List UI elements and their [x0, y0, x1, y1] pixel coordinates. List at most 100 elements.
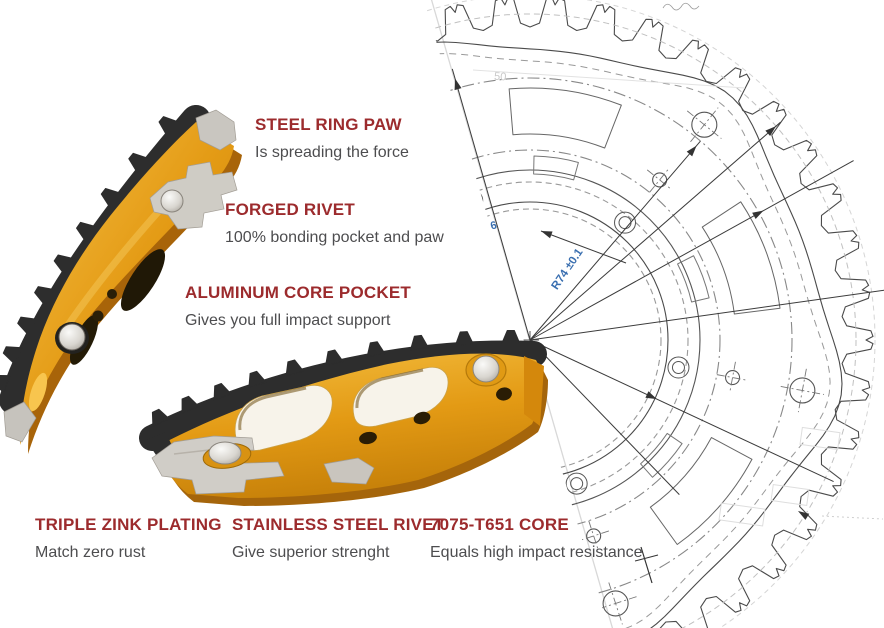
- rivet-hole: [614, 211, 637, 234]
- callout-title: STAINLESS STEEL RIVET: [232, 515, 445, 534]
- dimension-line: [529, 289, 884, 341]
- sprocket-segment-photo-angled: [0, 105, 242, 454]
- callout-title: STEEL RING PAW: [255, 115, 402, 134]
- drawing-paper-edge: [430, 0, 614, 628]
- dimension-line: [529, 121, 781, 341]
- callout-forged-rivet: FORGED RIVET 100% bonding pocket and paw: [225, 200, 444, 247]
- rivet-hole-inner: [465, 193, 479, 207]
- sprocket-tooth: [158, 116, 179, 137]
- sprocket-tooth: [454, 331, 474, 346]
- bolt-hole: [789, 377, 816, 404]
- sprocket-tooth: [2, 346, 23, 365]
- callout-stainless-steel-rivet: STAINLESS STEEL RIVET Give superior stre…: [232, 515, 445, 562]
- rivet-hole-inner: [618, 216, 632, 230]
- rivet-hole-inner: [570, 477, 584, 491]
- dimension-arrow: [752, 210, 764, 220]
- steel-chamfer-edge: [323, 457, 375, 485]
- centerline: [797, 368, 807, 413]
- gdt-frame: [770, 484, 810, 506]
- callout-description: Is spreading the force: [255, 143, 409, 161]
- sprocket-tooth: [213, 383, 232, 401]
- small-hole: [107, 289, 117, 299]
- bolt-hole: [691, 111, 718, 138]
- dimension-arrow: [765, 126, 777, 137]
- centerline: [424, 75, 445, 93]
- bolt-hole: [602, 590, 629, 617]
- centerline: [424, 63, 433, 105]
- width-dimension-label: 6.6: [480, 219, 498, 235]
- lightening-pocket: [677, 255, 710, 303]
- sprocket-tooth: [366, 341, 386, 358]
- tiny-annotation-squiggle: [662, 2, 700, 11]
- sprocket-tooth: [76, 221, 97, 242]
- dotted-leader: [821, 515, 884, 520]
- rivet-hole: [667, 356, 690, 379]
- gold-side-face: [524, 356, 544, 426]
- callout-triple-zink-plating: TRIPLE ZINK PLATING Match zero rust: [35, 515, 222, 562]
- lightening-pocket: [649, 437, 753, 546]
- tooth-profile: [424, 0, 874, 628]
- callout-description: 100% bonding pocket and paw: [225, 228, 444, 246]
- centerline: [594, 596, 637, 611]
- dimension-arrow: [686, 145, 697, 157]
- callout-title: FORGED RIVET: [225, 200, 355, 219]
- faint-leader-line: [472, 69, 746, 89]
- dimension-line: [540, 230, 627, 264]
- gdt-frame: [799, 426, 841, 451]
- dimension-line: [451, 68, 531, 341]
- dimension-line: [529, 339, 680, 496]
- centerline: [578, 530, 610, 542]
- construction-circle: [424, 77, 793, 603]
- callout-title: 7075-T651 CORE: [430, 515, 569, 534]
- extension-line: [449, 207, 481, 269]
- callout-description: Gives you full impact support: [185, 311, 391, 329]
- bolt-hole: [443, 142, 459, 158]
- callout-description: Match zero rust: [35, 543, 146, 561]
- bolt-hole: [725, 369, 741, 386]
- dimension-arrow: [645, 391, 657, 400]
- silver-rivet-dome: [208, 441, 242, 465]
- dimension-line: [529, 140, 701, 341]
- lightening-pocket: [533, 155, 579, 181]
- steel-paw-tip: [3, 401, 37, 443]
- gdt-frame: [718, 502, 766, 527]
- callout-description: Equals high impact resistance: [430, 543, 643, 561]
- centerline: [436, 143, 467, 157]
- centerline: [588, 520, 600, 552]
- centerline: [686, 110, 722, 139]
- dimension-line: [529, 339, 834, 483]
- dimension-line: [529, 160, 854, 341]
- dimension-arrow: [541, 231, 553, 239]
- faint-dimension-label: 50: [494, 71, 507, 84]
- steel-end-cap: [195, 109, 237, 151]
- machined-pocket-highlight: [28, 372, 48, 412]
- rivet-hole-inner: [671, 361, 685, 375]
- sprocket-segment-photo-flat: [139, 330, 548, 506]
- small-hole: [359, 431, 377, 445]
- sprocket-tooth: [34, 286, 55, 306]
- small-hole: [92, 310, 104, 322]
- silver-rivet-dome: [58, 323, 86, 351]
- sprocket-tooth: [0, 375, 11, 393]
- bolt-hole: [586, 528, 602, 544]
- sprocket-tooth: [128, 152, 149, 173]
- centerline: [444, 134, 458, 165]
- core-boundary: [424, 41, 843, 628]
- callout-title: TRIPLE ZINK PLATING: [35, 515, 222, 534]
- radius-dimension-label: R74 ±0.1: [550, 246, 586, 292]
- sprocket-tooth: [17, 316, 38, 336]
- centerline: [646, 169, 673, 191]
- centerline: [729, 361, 736, 394]
- callout-description: Give superior strenght: [232, 543, 390, 561]
- cutout-inner-shadow: [238, 386, 307, 431]
- rivet-hole: [461, 189, 484, 212]
- sprocket-tooth: [181, 395, 200, 414]
- small-hole: [413, 411, 431, 425]
- sprocket-tooth: [53, 254, 75, 275]
- core-cutout-slot: [120, 249, 166, 311]
- dimension-arrow: [798, 511, 810, 520]
- callout-aluminum-core-pocket: ALUMINUM CORE POCKET Gives you full impa…: [185, 283, 411, 330]
- small-hole: [496, 387, 512, 401]
- construction-circle: [424, 149, 721, 531]
